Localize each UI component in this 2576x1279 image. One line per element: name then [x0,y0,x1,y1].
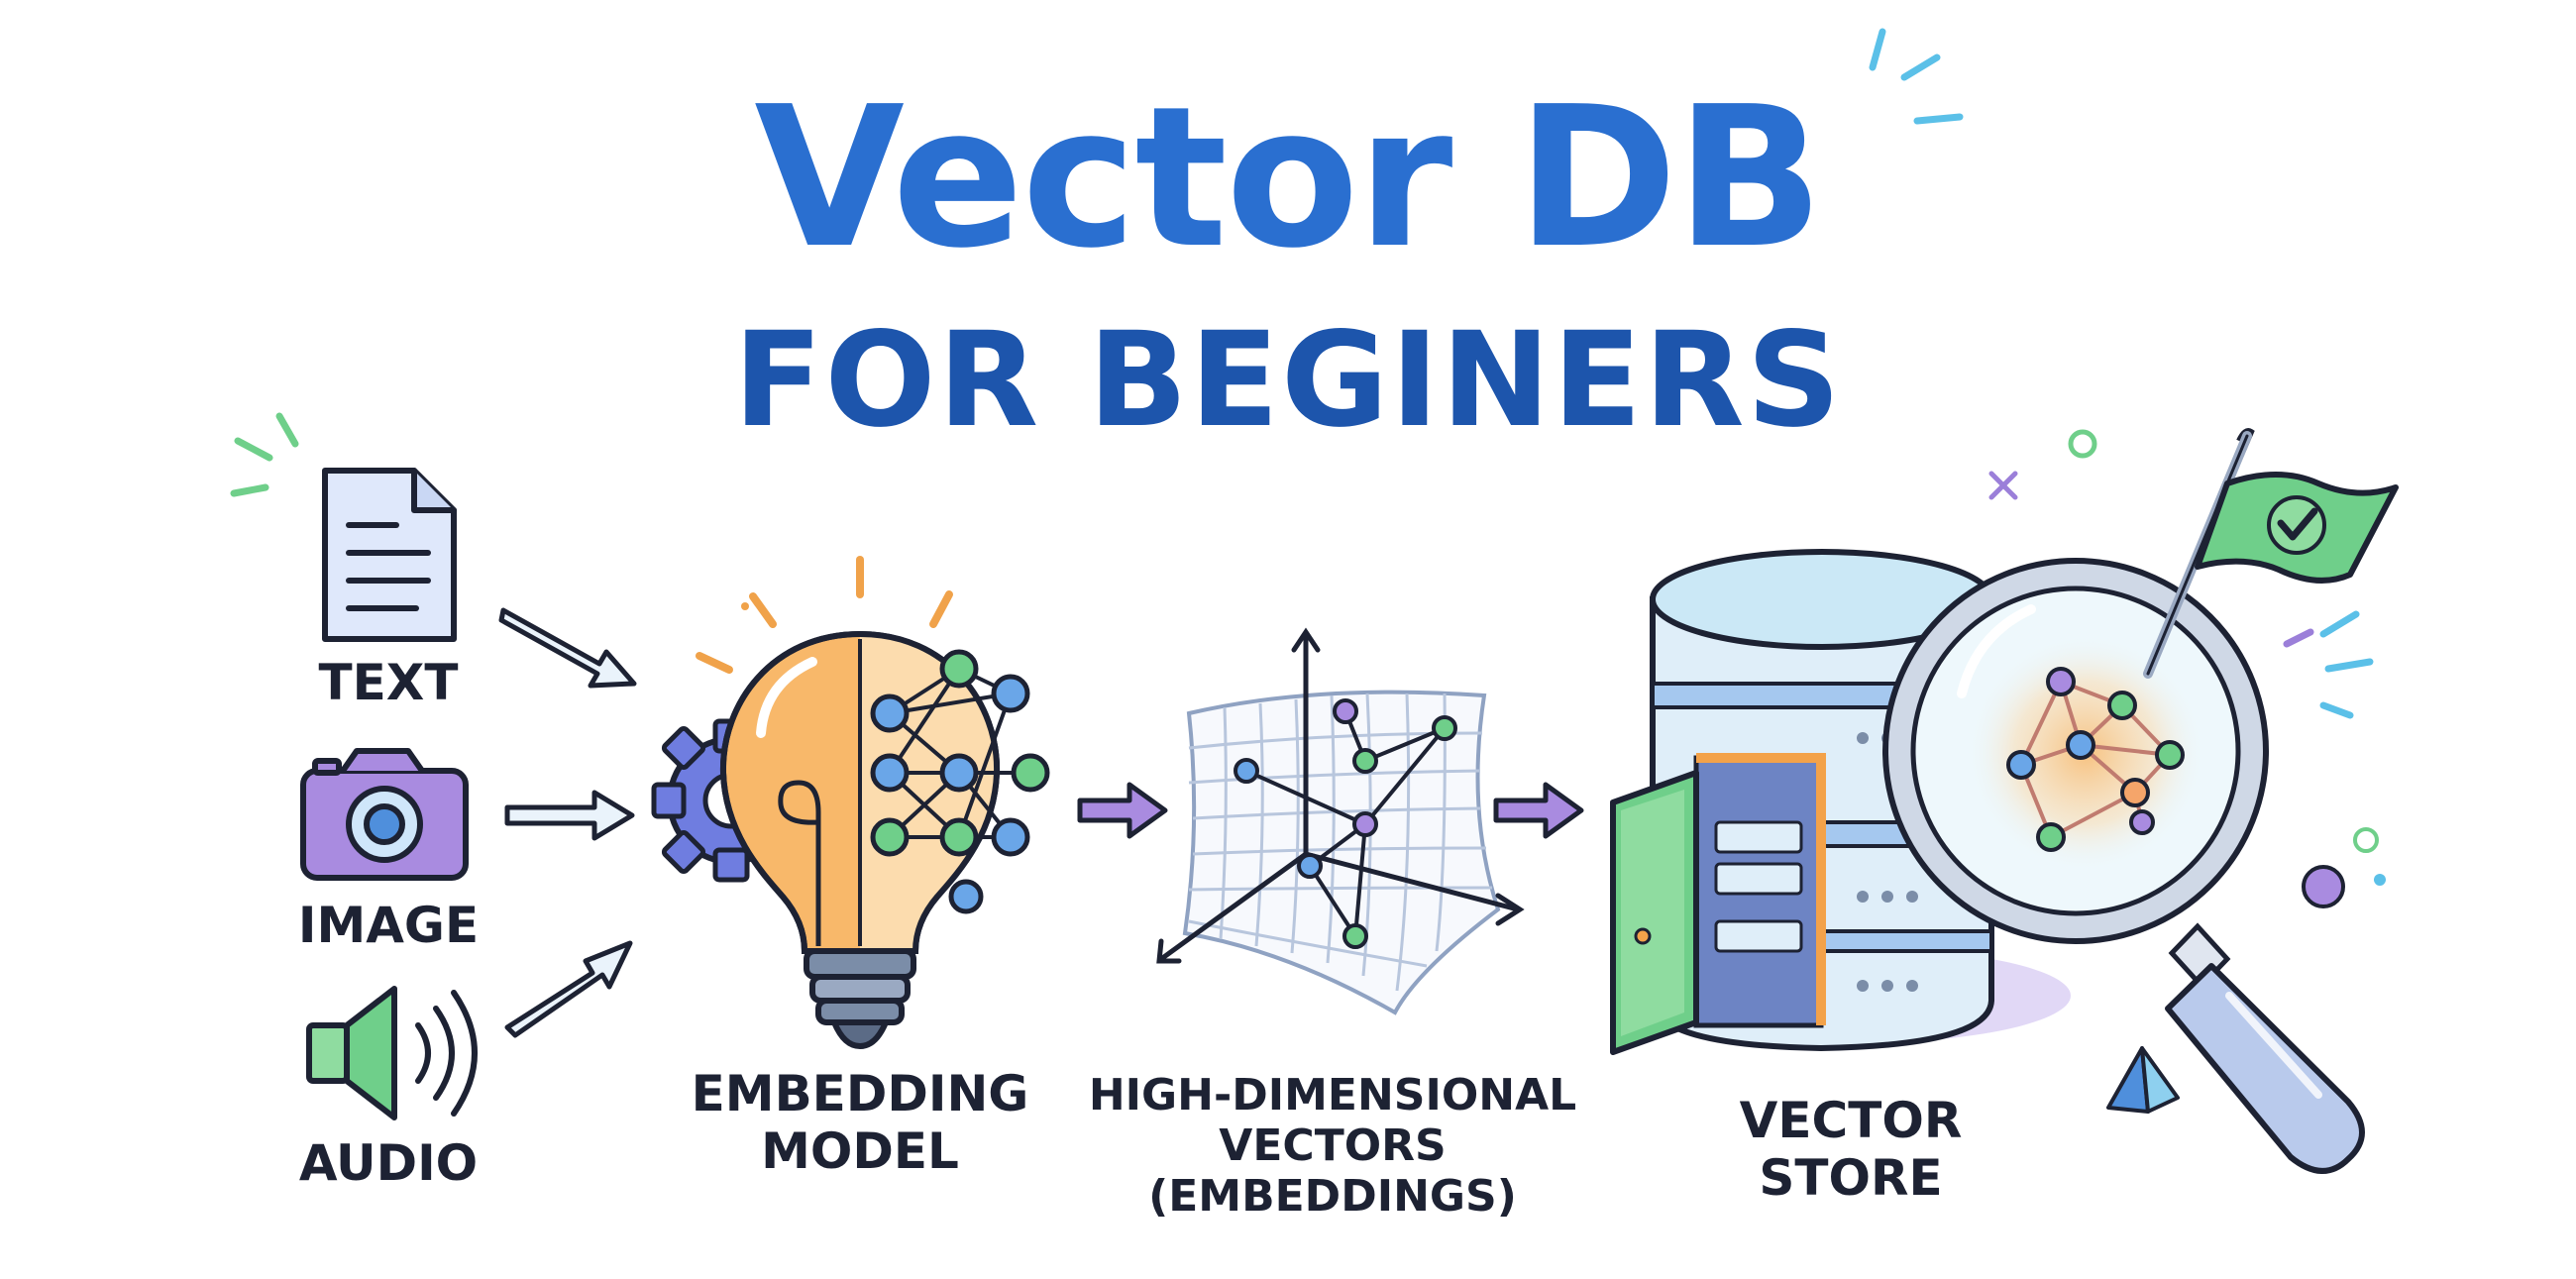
stage-label-vector-store: VECTOR STORE [1740,1092,1963,1207]
vector-space-icon [1156,627,1525,1015]
ring-decoration [2353,827,2379,853]
database-magnifier-icon [1610,428,2399,1174]
page-title: Vector DB [754,65,1823,291]
page-subtitle: FOR BEGINERS [733,304,1843,457]
magnifier-icon [1882,558,2365,1174]
lightbulb-network-icon [651,556,1050,1049]
pyramid-icon [2106,1046,2180,1114]
input-label-audio: AUDIO [298,1134,479,1192]
stage-label-line: (EMBEDDINGS) [1148,1171,1517,1223]
dot-decoration [2302,865,2345,908]
dot-decoration [2374,874,2386,886]
speaker-icon [306,986,478,1120]
sparkle-icon [230,28,2374,719]
ring-decoration [2068,429,2097,459]
stage-label-embedding-model: EMBEDDING MODEL [692,1065,1029,1180]
stage-label-line: VECTOR [1739,1092,1963,1149]
stage-arrow [1077,782,1584,839]
stage-label-line: VECTORS [1219,1120,1447,1172]
document-icon [322,468,457,642]
stage-label-line: STORE [1759,1149,1943,1207]
input-label-text: TEXT [318,654,459,711]
input-label-image: IMAGE [297,897,480,954]
stage-label-line: HIGH-DIMENSIONAL [1088,1070,1577,1120]
stage-label-line: MODEL [761,1122,959,1180]
stage-label-vectors: HIGH-DIMENSIONAL VECTORS (EMBEDDINGS) [1089,1070,1576,1222]
camera-icon [300,748,469,881]
input-arrow [498,607,637,1038]
flag-icon [2143,428,2399,679]
stage-label-line: EMBEDDING [691,1065,1029,1122]
